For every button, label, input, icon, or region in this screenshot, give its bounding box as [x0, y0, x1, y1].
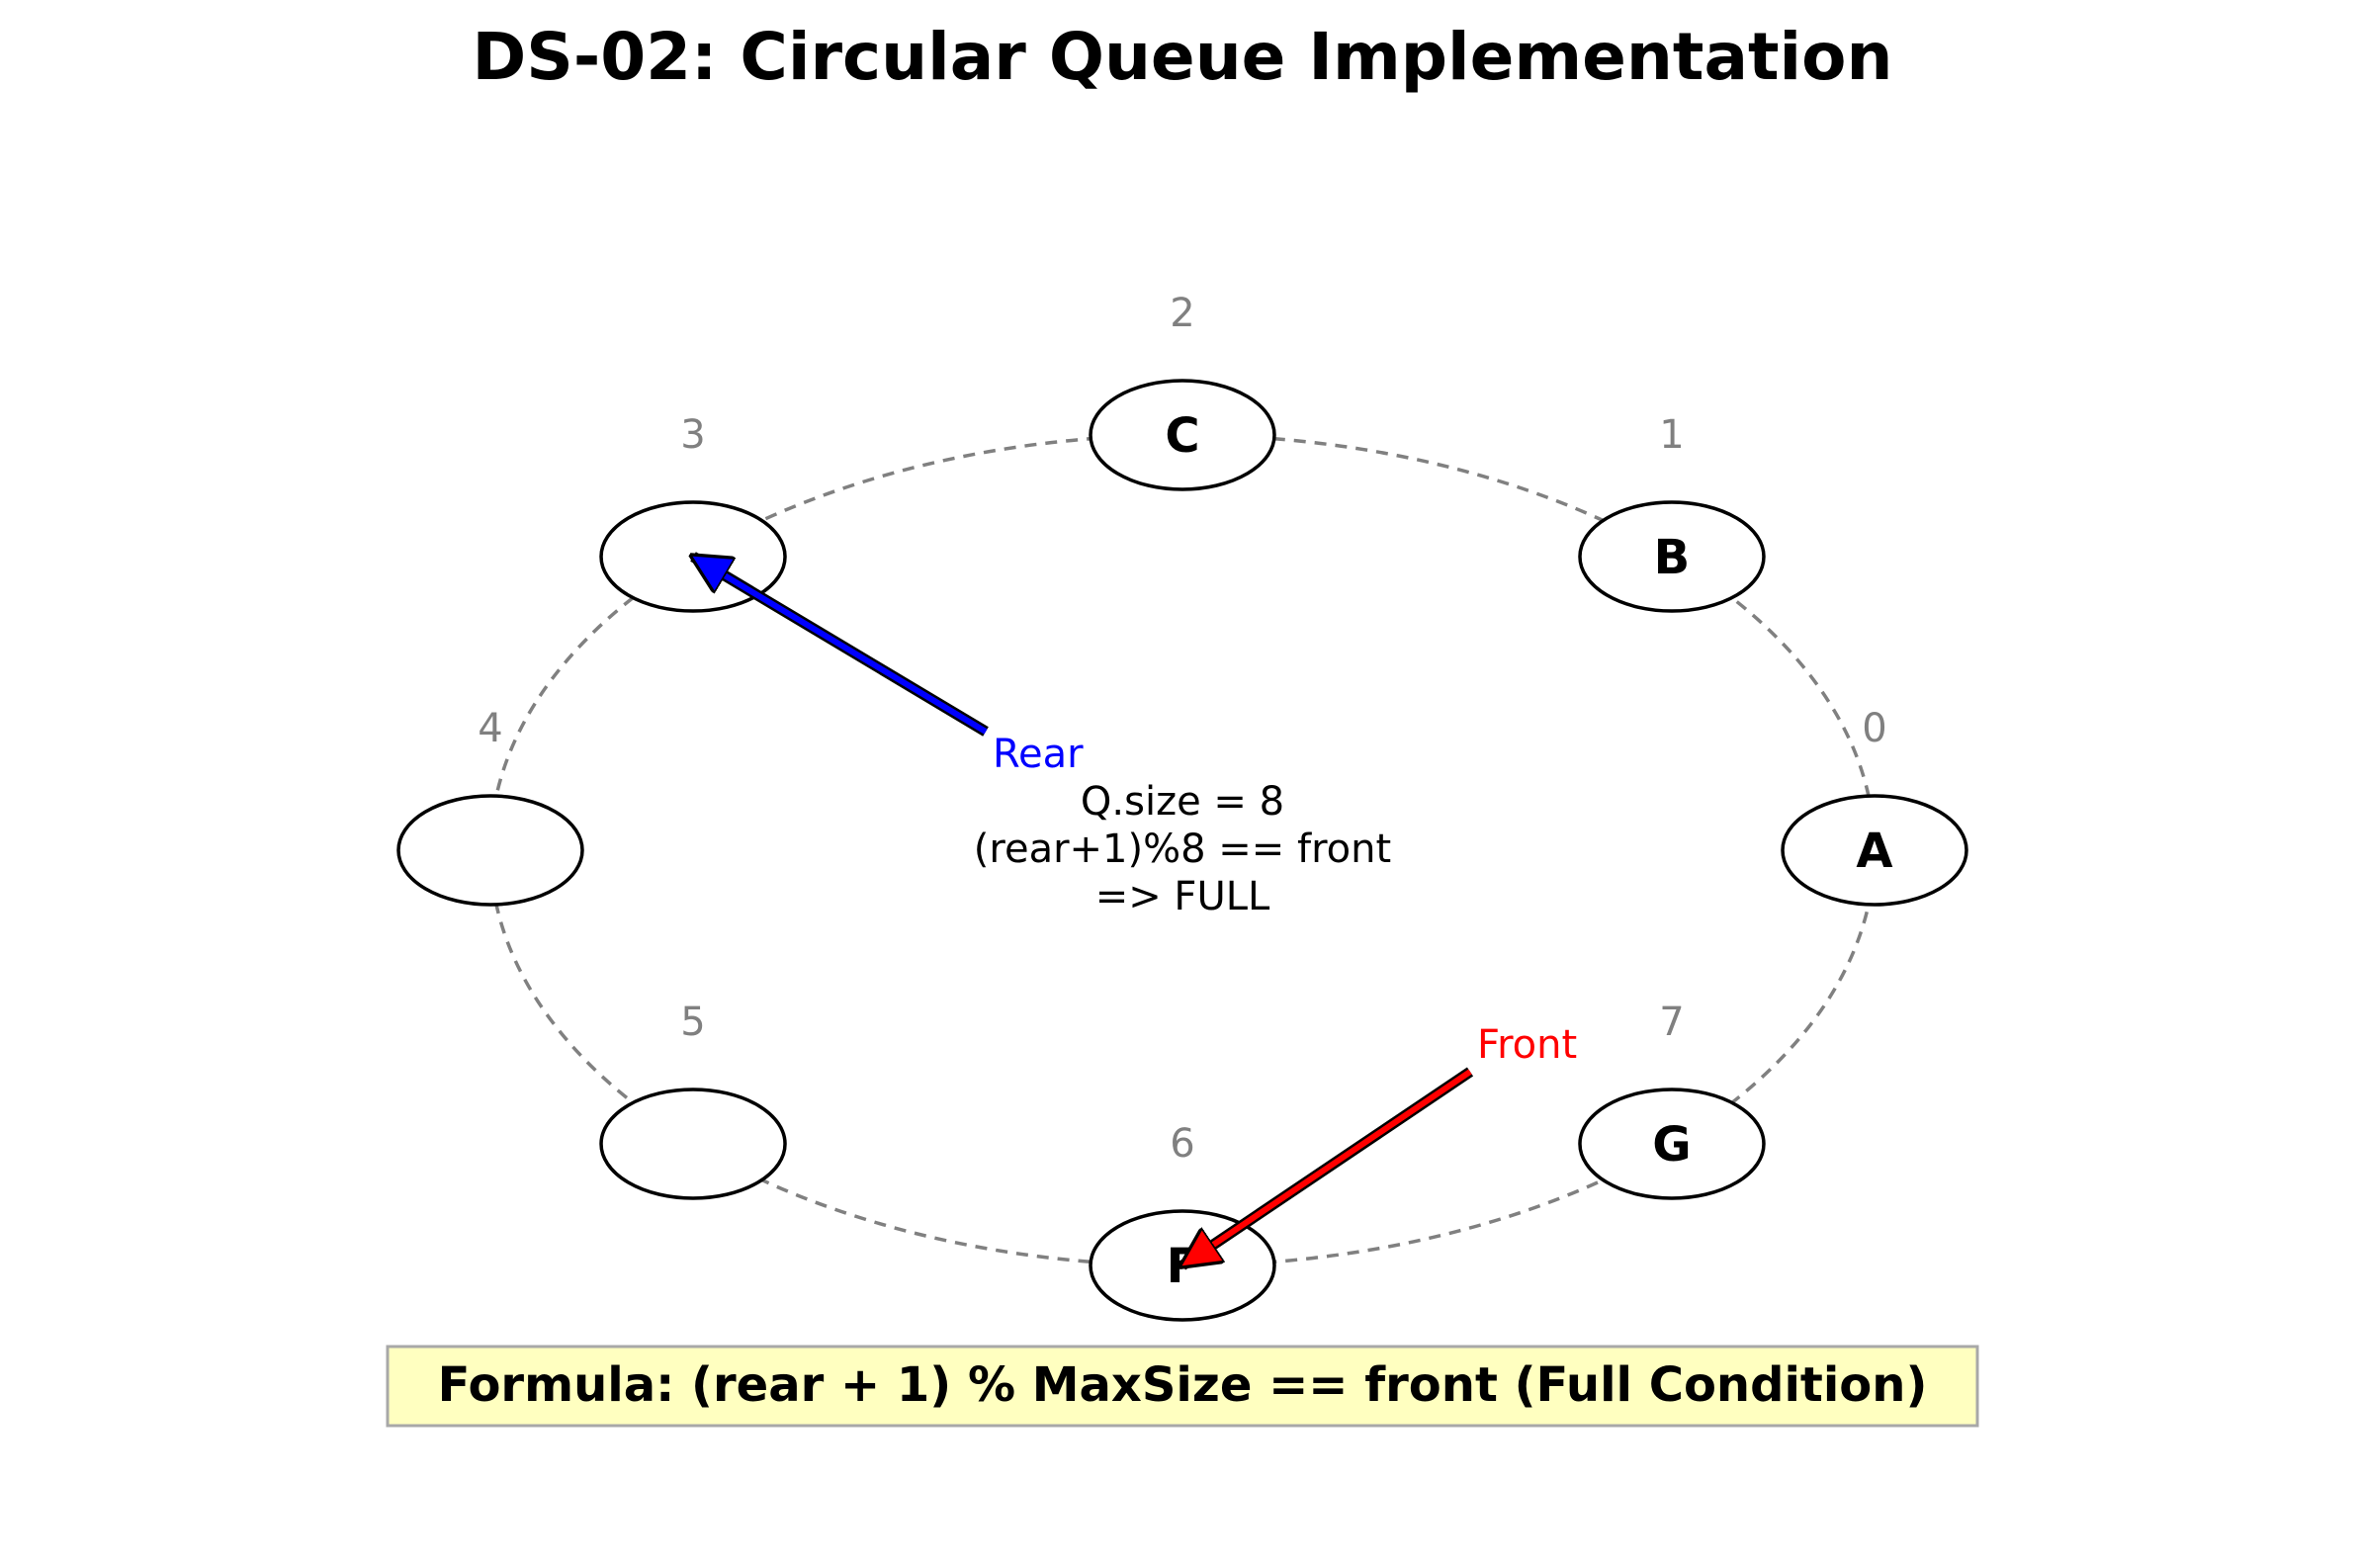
slot-index: 3 [680, 412, 705, 458]
slot-index: 0 [1862, 706, 1886, 751]
slot-node [1089, 379, 1276, 491]
diagram-title: DS-02: Circular Queue Implementation [473, 19, 1893, 95]
slot-index: 7 [1659, 1000, 1684, 1045]
slot-index: 4 [478, 706, 502, 751]
formula-background [386, 1345, 1979, 1428]
slot-node [1578, 1088, 1766, 1200]
slot-index: 5 [680, 1000, 705, 1045]
slot-value: G [1652, 1117, 1691, 1173]
full-check-text: (rear+1)%8 == front [974, 827, 1391, 872]
queue-size-text: Q.size = 8 [1081, 779, 1284, 825]
slot-value: A [1856, 824, 1892, 879]
queue-slot-2: C2 [1089, 291, 1276, 491]
queue-slot-0: A0 [1781, 706, 1968, 907]
queue-slot-4: 4 [396, 706, 584, 907]
slot-value: C [1165, 408, 1199, 464]
rear-pointer: Rear [693, 552, 1084, 777]
slot-index: 2 [1170, 291, 1194, 336]
rear-label: Rear [993, 732, 1084, 777]
front-label: Front [1477, 1022, 1577, 1068]
formula-text: Formula: (rear + 1) % MaxSize == front (… [438, 1357, 1928, 1413]
front-pointer: Front [1182, 1022, 1577, 1270]
slot-node [599, 1088, 787, 1200]
formula-box: Formula: (rear + 1) % MaxSize == front (… [386, 1345, 1979, 1428]
center-info: Q.size = 8 (rear+1)%8 == front => FULL [974, 779, 1391, 919]
slot-node [1578, 500, 1766, 613]
slot-value: B [1654, 530, 1691, 585]
queue-slot-3: 3 [599, 412, 787, 613]
queue-slot-1: B1 [1578, 412, 1766, 613]
slot-index: 1 [1659, 412, 1684, 458]
slot-value: F [1167, 1239, 1199, 1294]
slot-node [1781, 794, 1968, 907]
full-result-text: => FULL [1095, 874, 1270, 919]
queue-slot-5: 5 [599, 1000, 787, 1200]
rear-arrow [693, 557, 988, 735]
slot-node [396, 794, 584, 907]
queue-slot-7: G7 [1578, 1000, 1766, 1200]
front-arrow [1182, 1069, 1472, 1265]
slot-index: 6 [1170, 1121, 1194, 1167]
